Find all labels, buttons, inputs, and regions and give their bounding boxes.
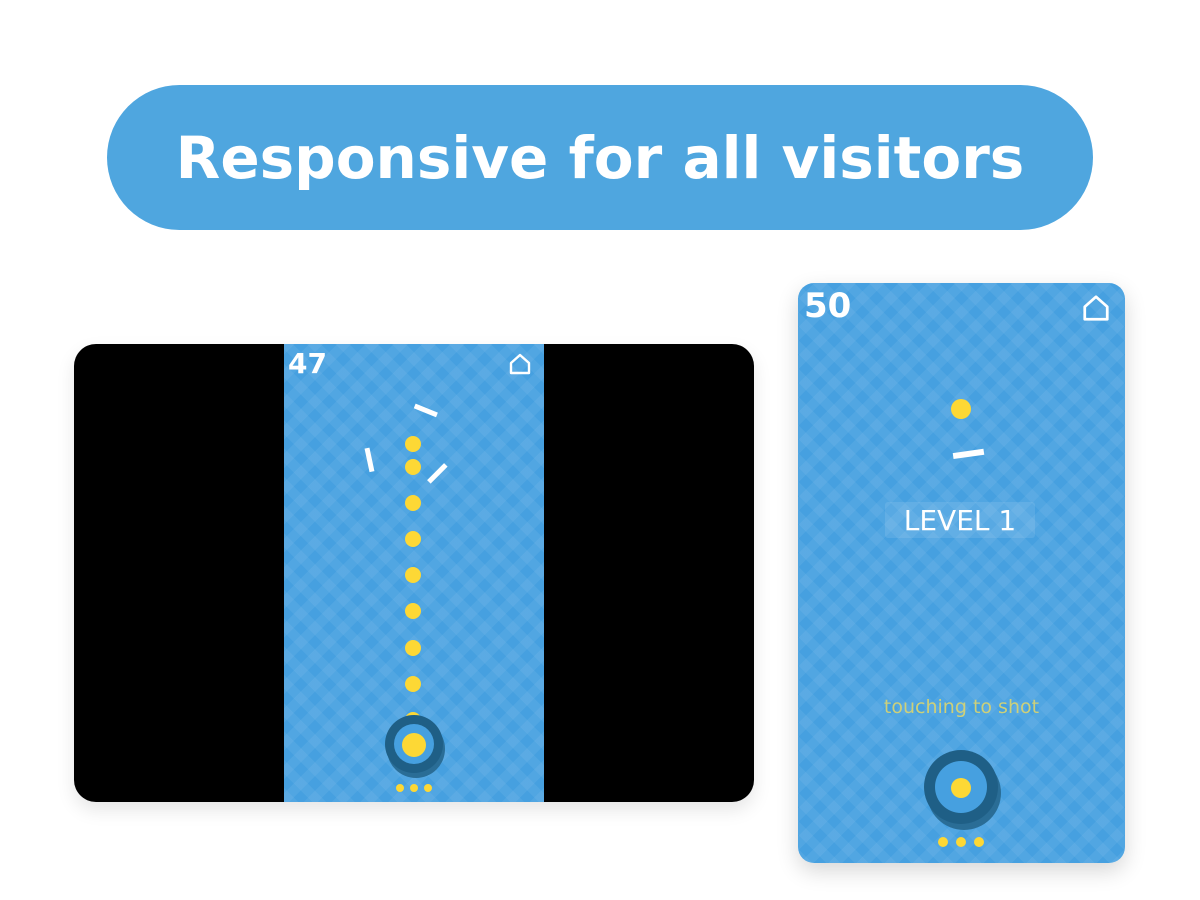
remaining-ball	[410, 784, 418, 792]
ball	[405, 676, 421, 692]
paddle-obstacle	[364, 447, 375, 473]
home-icon[interactable]	[508, 352, 532, 376]
ball	[405, 603, 421, 619]
mobile-game-board[interactable]: 50 LEVEL 1 touching to shot	[798, 283, 1125, 863]
remaining-ball	[938, 837, 948, 847]
desktop-game-board[interactable]: 47	[284, 344, 544, 802]
ball	[405, 640, 421, 656]
ball	[405, 531, 421, 547]
desktop-score: 47	[288, 347, 327, 380]
desktop-play-field	[364, 403, 448, 792]
ball	[951, 399, 971, 419]
headline-text: Responsive for all visitors	[175, 123, 1025, 192]
remaining-ball	[396, 784, 404, 792]
cannon-ball	[951, 778, 971, 798]
cannon-ball	[402, 733, 426, 757]
level-label: LEVEL 1	[903, 503, 1017, 537]
headline-banner: Responsive for all visitors	[107, 85, 1093, 230]
remaining-ball	[974, 837, 984, 847]
shoot-hint: touching to shot	[883, 696, 1040, 718]
ball	[405, 567, 421, 583]
ball	[405, 459, 421, 475]
remaining-ball	[956, 837, 966, 847]
ball	[405, 436, 421, 452]
mobile-play-field	[924, 399, 1001, 847]
mobile-preview: 50 LEVEL 1 touching to shot	[798, 283, 1125, 863]
ball	[405, 495, 421, 511]
mobile-score: 50	[804, 286, 852, 326]
paddle-obstacle	[413, 403, 438, 418]
home-icon[interactable]	[1081, 293, 1111, 323]
level-badge: LEVEL 1	[885, 502, 1035, 538]
paddle-obstacle	[427, 463, 448, 484]
remaining-ball	[424, 784, 432, 792]
desktop-preview: 47	[74, 344, 754, 802]
paddle-obstacle	[952, 448, 985, 460]
